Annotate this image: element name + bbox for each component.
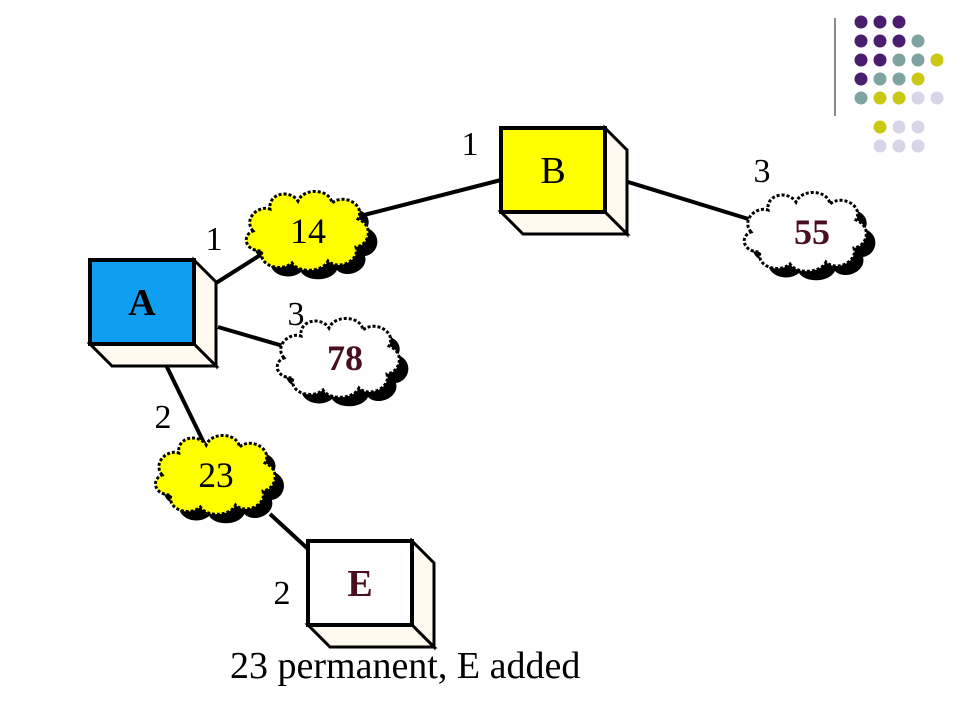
dot-olive (873, 91, 887, 105)
dot-lavender (911, 120, 925, 134)
link-cost-label: 2 (274, 575, 291, 612)
dot-olive (911, 72, 925, 86)
dot-teal (892, 72, 906, 86)
dot-purple (854, 53, 868, 67)
network-label: 78 (327, 338, 363, 378)
link-A-n23 (163, 362, 207, 446)
dot-purple (892, 34, 906, 48)
dot-lavender (892, 139, 906, 153)
dot-purple (854, 34, 868, 48)
router-bottom-face (86, 342, 220, 368)
router-front-face (306, 539, 414, 627)
link-cost-label: 3 (288, 296, 305, 333)
caption: 23 permanent, E added (230, 645, 580, 687)
link-A-n78 (217, 325, 291, 350)
dot-teal (892, 53, 906, 67)
dot-olive (892, 91, 906, 105)
links-layer (163, 178, 756, 562)
dot-purple (854, 72, 868, 86)
link-B-n55 (627, 180, 756, 223)
dot-teal (854, 91, 868, 105)
dot-olive (930, 53, 944, 67)
dot-purple (892, 15, 906, 29)
router-B: B (497, 124, 631, 238)
router-label: E (347, 563, 372, 605)
link-cost-label: 3 (754, 153, 771, 190)
router-label: B (540, 150, 565, 192)
network-cloud-23: 23 (153, 433, 284, 524)
network-cloud-78: 78 (275, 316, 409, 407)
dot-purple (873, 53, 887, 67)
network-cloud-55: 55 (742, 190, 876, 281)
dot-lavender (873, 139, 887, 153)
router-bottom-face (497, 210, 631, 236)
dot-lavender (911, 91, 925, 105)
link-n14-B (359, 178, 502, 218)
router-front-face (88, 258, 196, 346)
dot-teal (873, 72, 887, 86)
router-A: A (86, 256, 220, 370)
dot-purple (873, 34, 887, 48)
link-cost-label: 1 (206, 221, 223, 258)
dot-purple (854, 15, 868, 29)
dot-purple (873, 15, 887, 29)
dot-lavender (911, 139, 925, 153)
router-front-face (499, 126, 607, 214)
link-cost-label: 1 (462, 126, 479, 163)
network-label: 55 (794, 212, 830, 252)
network-cloud-14: 14 (244, 189, 378, 280)
router-bottom-face (304, 623, 438, 649)
router-E: E (304, 537, 438, 651)
network-label: 23 (198, 455, 233, 495)
router-label: A (128, 282, 156, 324)
link-A-n14 (214, 252, 264, 285)
dot-olive (873, 120, 887, 134)
dot-lavender (892, 120, 906, 134)
dot-teal (911, 34, 925, 48)
dot-teal (911, 53, 925, 67)
link-cost-label: 2 (155, 399, 172, 436)
decorative-dots (834, 15, 944, 153)
network-label: 14 (290, 211, 326, 251)
costs-layer: 1 1 3 3 2 2 (155, 126, 771, 612)
dot-lavender (930, 91, 944, 105)
